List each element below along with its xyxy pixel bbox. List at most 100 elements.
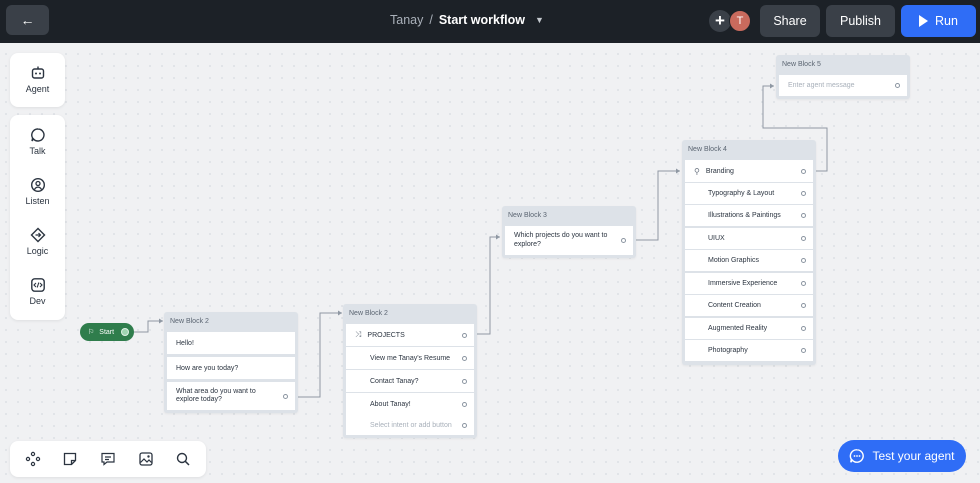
block-new-block-2-choices[interactable]: New Block 2 ⤨ PROJECTS View me Tanay's R… bbox=[343, 304, 477, 438]
block-new-block-3[interactable]: New Block 3 Which projects do you want t… bbox=[502, 206, 636, 258]
output-port[interactable] bbox=[801, 326, 806, 331]
choice-option[interactable]: Immersive Experience bbox=[685, 273, 813, 294]
connector-block2-to-block2b bbox=[292, 312, 342, 398]
message-step[interactable]: What area do you want to explore today? bbox=[167, 382, 295, 410]
block-new-block-2[interactable]: New Block 2 Hello! How are you today? Wh… bbox=[164, 312, 298, 413]
output-port[interactable] bbox=[801, 168, 806, 174]
choice-label: Immersive Experience bbox=[708, 280, 778, 287]
choice-label: Typography & Layout bbox=[708, 190, 775, 197]
image-icon[interactable] bbox=[138, 451, 154, 467]
choice-option[interactable]: Contact Tanay? bbox=[346, 370, 474, 392]
message-step[interactable]: Hello! bbox=[167, 332, 295, 354]
search-icon[interactable] bbox=[175, 451, 191, 467]
breadcrumb-separator: / bbox=[429, 13, 433, 27]
block-title: New Block 2 bbox=[349, 310, 388, 317]
connector-start-to-block2 bbox=[134, 320, 163, 333]
choice-option[interactable]: Content Creation bbox=[685, 295, 813, 316]
flag-icon: ⚐ bbox=[88, 329, 95, 336]
start-label: Start bbox=[99, 328, 115, 336]
output-port[interactable] bbox=[462, 332, 467, 338]
choice-option[interactable]: Illustrations & Paintings bbox=[685, 205, 813, 226]
tool-agent[interactable]: Agent bbox=[10, 65, 65, 94]
test-agent-button[interactable]: Test your agent bbox=[838, 440, 966, 472]
choice-header[interactable]: ⚲ Branding bbox=[685, 160, 813, 182]
choice-option[interactable]: Augmented Reality bbox=[685, 318, 813, 339]
choice-option[interactable]: Typography & Layout bbox=[685, 183, 813, 204]
bottom-toolbar bbox=[10, 441, 206, 477]
tool-listen[interactable]: Listen bbox=[10, 177, 65, 206]
output-port[interactable] bbox=[801, 258, 806, 263]
block-title: New Block 5 bbox=[782, 61, 821, 68]
share-button[interactable]: Share bbox=[760, 5, 820, 37]
choice-label: Motion Graphics bbox=[708, 257, 759, 264]
block-new-block-5[interactable]: New Block 5 Enter agent message bbox=[776, 55, 910, 99]
publish-button[interactable]: Publish bbox=[826, 5, 895, 37]
agent-message-input[interactable]: Enter agent message bbox=[779, 75, 907, 96]
output-port[interactable] bbox=[895, 83, 900, 88]
breadcrumb-parent[interactable]: Tanay bbox=[390, 13, 424, 27]
arrow-left-icon: ← bbox=[20, 12, 35, 28]
output-port[interactable] bbox=[621, 238, 626, 243]
start-node[interactable]: ⚐ Start bbox=[80, 323, 134, 341]
choice-option[interactable]: About Tanay! bbox=[346, 393, 474, 415]
logic-diamond-icon bbox=[30, 227, 45, 243]
choice-label: View me Tanay's Resume bbox=[370, 354, 451, 362]
choice-label: About Tanay! bbox=[370, 400, 411, 408]
arrowhead bbox=[496, 234, 500, 240]
tool-agent-label: Agent bbox=[25, 84, 50, 94]
output-port[interactable] bbox=[801, 213, 806, 218]
message-text: Which projects do you want to explore? bbox=[514, 232, 608, 248]
top-bar: ← Tanay / Start workflow ▼ + T Share Pub… bbox=[0, 0, 980, 43]
choice-label: Photography bbox=[708, 347, 748, 354]
start-port[interactable] bbox=[121, 328, 129, 336]
robot-icon bbox=[31, 66, 44, 79]
tool-talk[interactable]: Talk bbox=[10, 127, 65, 156]
back-button[interactable]: ← bbox=[6, 5, 49, 35]
connector-block3-to-block4 bbox=[632, 170, 680, 241]
output-port[interactable] bbox=[462, 422, 467, 428]
run-button[interactable]: Run bbox=[901, 5, 976, 37]
comment-icon[interactable] bbox=[100, 451, 116, 467]
message-step[interactable]: Which projects do you want to explore? bbox=[505, 226, 633, 255]
block-new-block-4[interactable]: New Block 4 ⚲ Branding Typography & Layo… bbox=[682, 140, 816, 365]
choice-header[interactable]: ⤨ PROJECTS bbox=[346, 324, 474, 346]
agent-message-placeholder: Enter agent message bbox=[788, 82, 855, 89]
choice-label: Content Creation bbox=[708, 302, 761, 309]
output-port[interactable] bbox=[462, 355, 467, 361]
block-title: New Block 4 bbox=[688, 146, 727, 153]
choice-option[interactable]: UIUX bbox=[685, 228, 813, 249]
add-choice-input[interactable]: Select intent or add button bbox=[346, 415, 474, 435]
chevron-down-icon[interactable]: ▼ bbox=[534, 15, 544, 25]
nodes-icon[interactable] bbox=[25, 451, 41, 467]
block-title: New Block 3 bbox=[508, 212, 547, 219]
breadcrumb: Tanay / Start workflow ▼ bbox=[390, 13, 544, 27]
choice-option[interactable]: View me Tanay's Resume bbox=[346, 347, 474, 369]
output-port[interactable] bbox=[801, 236, 806, 241]
choice-label: Illustrations & Paintings bbox=[708, 212, 781, 219]
message-step[interactable]: How are you today? bbox=[167, 357, 295, 379]
choice-label: Contact Tanay? bbox=[370, 377, 419, 385]
add-collaborator-button[interactable]: + bbox=[709, 10, 731, 32]
arrowhead bbox=[159, 318, 163, 324]
connector-block2b-to-block3 bbox=[474, 236, 500, 335]
workflow-name[interactable]: Start workflow bbox=[438, 13, 525, 27]
tool-logic[interactable]: Logic bbox=[10, 227, 65, 256]
choice-option[interactable]: Motion Graphics bbox=[685, 250, 813, 271]
code-icon bbox=[30, 278, 45, 292]
output-port[interactable] bbox=[283, 393, 288, 399]
choice-option[interactable]: Photography bbox=[685, 340, 813, 361]
output-port[interactable] bbox=[801, 191, 806, 196]
output-port[interactable] bbox=[801, 281, 806, 286]
chat-bubble-icon bbox=[850, 449, 865, 463]
output-port[interactable] bbox=[801, 303, 806, 308]
sticky-note-icon[interactable] bbox=[62, 451, 78, 467]
chat-bubble-icon bbox=[30, 128, 45, 142]
avatar[interactable]: T bbox=[729, 10, 751, 32]
arrowhead bbox=[338, 310, 342, 316]
tool-talk-label: Talk bbox=[29, 146, 46, 156]
output-port[interactable] bbox=[801, 348, 806, 353]
output-port[interactable] bbox=[462, 378, 467, 384]
output-port[interactable] bbox=[462, 401, 467, 407]
tool-dev[interactable]: Dev bbox=[10, 277, 65, 306]
